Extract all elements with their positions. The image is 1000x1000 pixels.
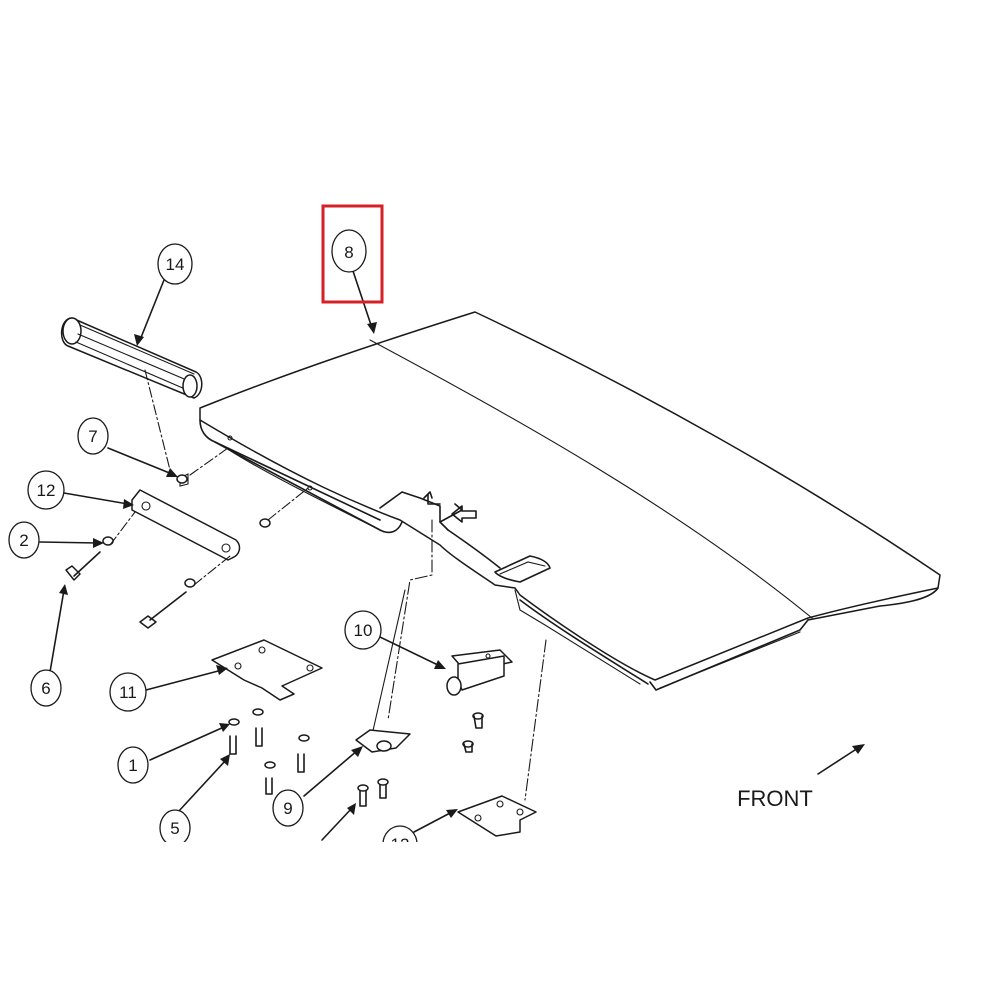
callout-11: 11 [109, 672, 147, 712]
callout-11-label: 11 [119, 683, 137, 702]
bracket-plate-part [211, 639, 323, 795]
latch-bracket-part [446, 649, 513, 753]
assembly-lines [371, 519, 547, 801]
callout-5-label: 5 [170, 819, 179, 838]
callout-7-label: 7 [88, 427, 97, 446]
cover-panel [199, 311, 941, 691]
callout-8: 8 [331, 229, 367, 273]
callout-12-upper: 12 [27, 470, 65, 510]
highlight-box [321, 204, 384, 304]
callout-1-label: 1 [128, 756, 137, 775]
callout-12-upper-label: 12 [37, 481, 56, 500]
lower-plate-part [457, 795, 537, 837]
callout-14-label: 14 [166, 255, 185, 274]
callout-14: 14 [157, 243, 193, 285]
callout-2: 2 [8, 521, 40, 559]
callout-9: 9 [272, 789, 304, 827]
small-bracket-part [355, 729, 411, 807]
callout-5: 5 [159, 809, 191, 847]
callout-10: 10 [344, 610, 382, 650]
front-direction-label: FRONT [737, 786, 813, 811]
callout-1: 1 [117, 746, 149, 784]
leader-lines [39, 267, 865, 841]
hinge-tube-part [60, 317, 203, 399]
callout-10-label: 10 [354, 621, 373, 640]
callout-6: 6 [30, 669, 62, 707]
callout-8-label: 8 [344, 243, 353, 262]
bottom-crop [0, 842, 1000, 1000]
callout-7: 7 [77, 417, 109, 455]
callout-9-label: 9 [283, 799, 292, 818]
callout-6-label: 6 [41, 679, 50, 698]
hinge-plate-part [65, 369, 309, 629]
callout-2-label: 2 [19, 531, 28, 550]
